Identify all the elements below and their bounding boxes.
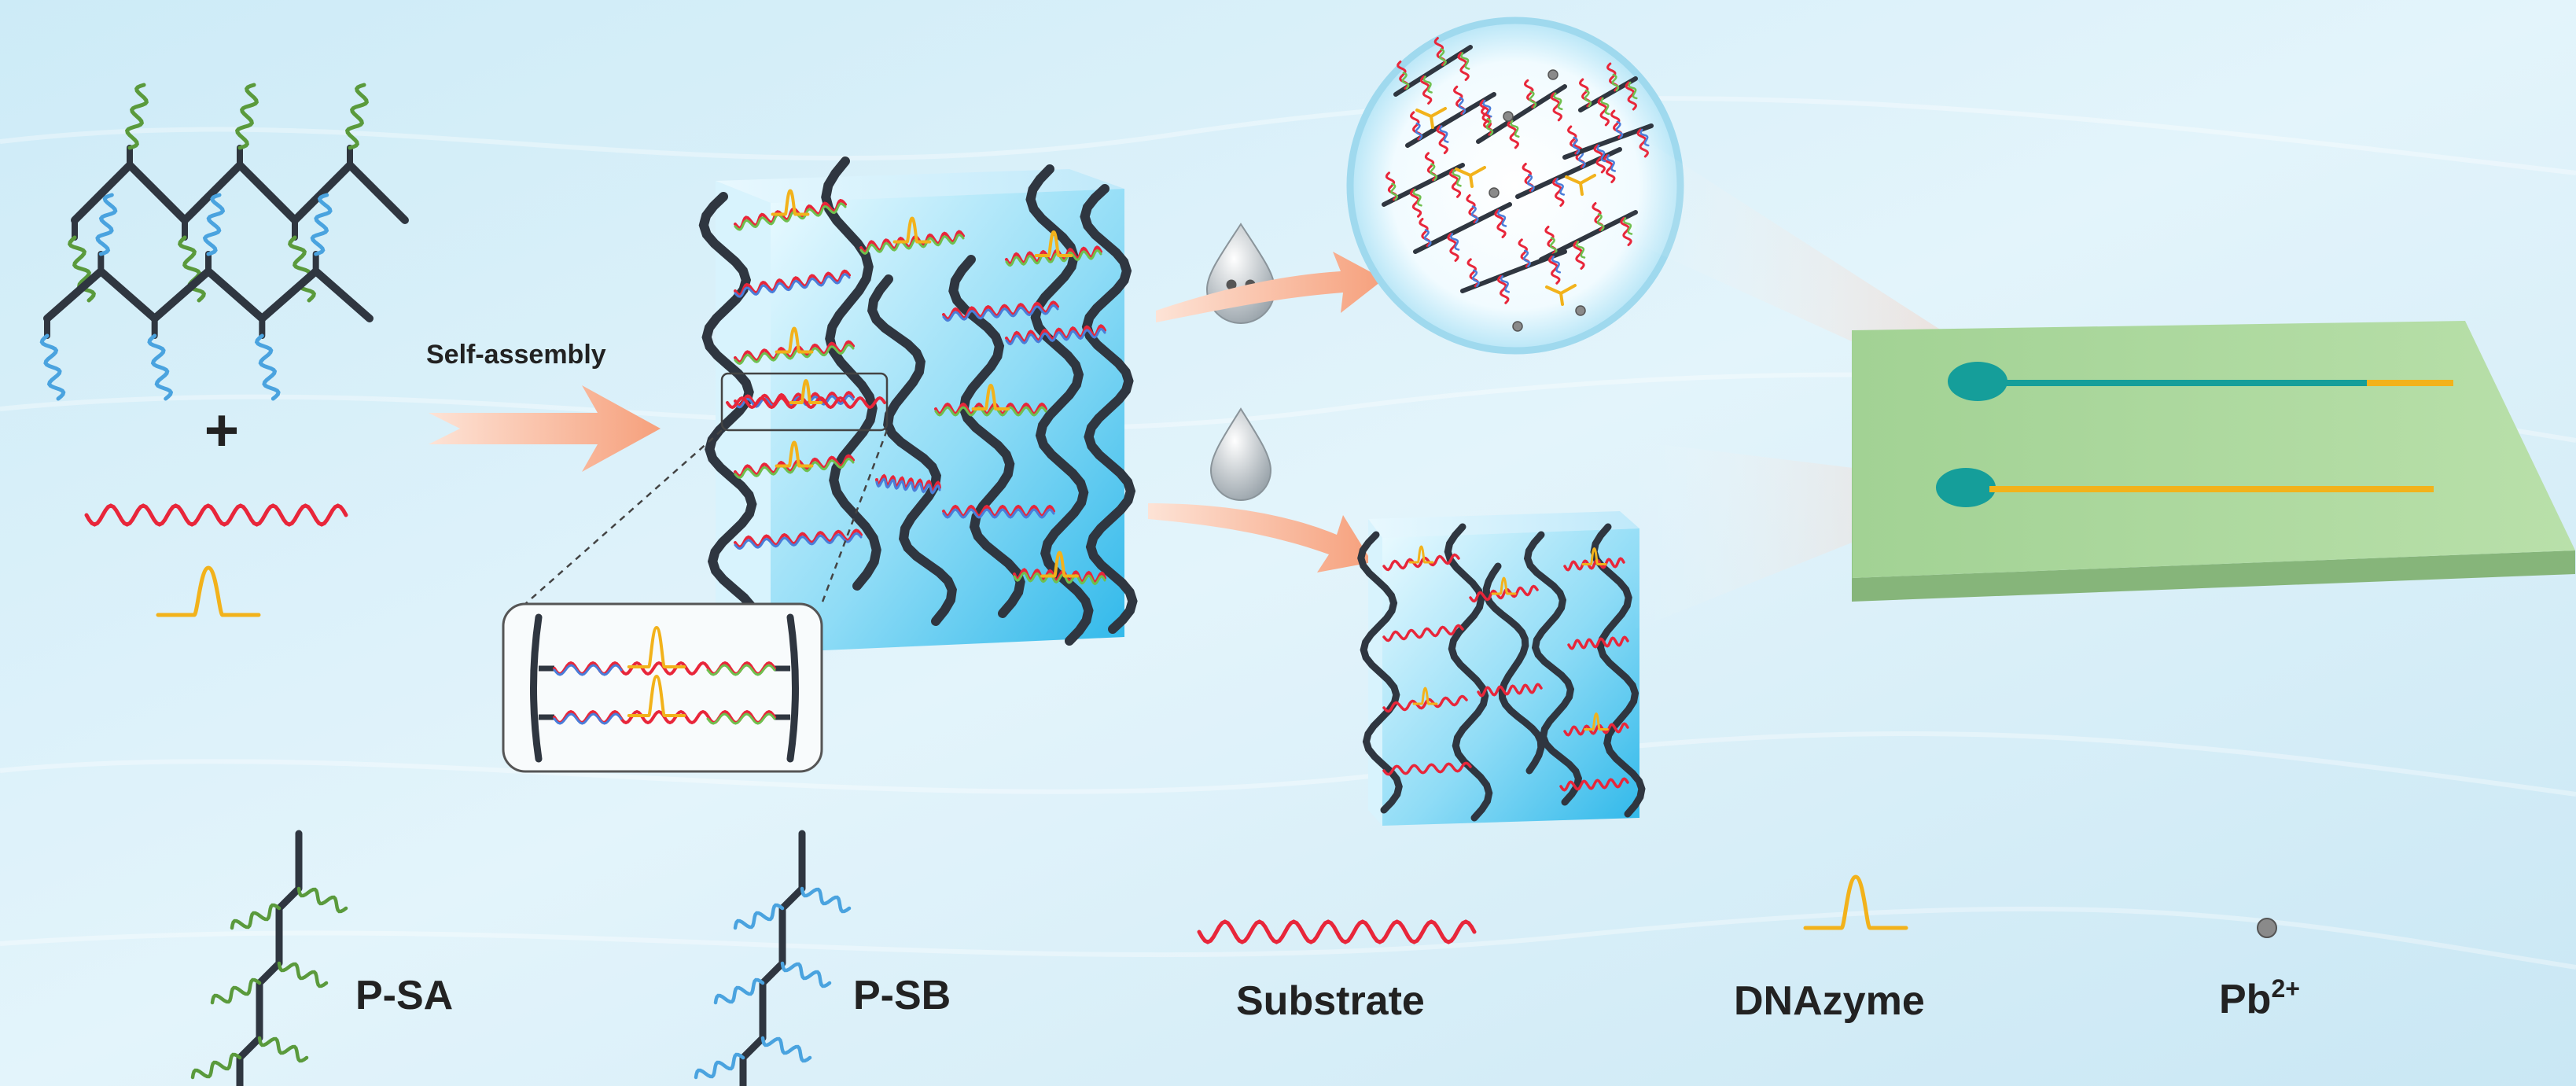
zoom-line-left	[524, 429, 723, 605]
legend-psa-label: P-SA	[355, 973, 453, 1018]
legend-psa-icon	[190, 830, 348, 1086]
legend-psb-icon	[694, 830, 852, 1086]
legend-dnazyme-icon	[1803, 874, 1908, 930]
plus-sign: +	[204, 397, 239, 464]
intact-hydrogel-cube	[1357, 511, 1646, 826]
channel-bottom	[1936, 468, 2434, 507]
self-assembly-label: Self-assembly	[426, 340, 606, 370]
zoom-line-right	[820, 429, 889, 605]
dnazyme-strand-icon	[156, 565, 261, 617]
self-assembly-arrow	[429, 385, 661, 472]
zoom-region-box	[720, 372, 889, 432]
readout-beam-top	[1620, 134, 1966, 393]
degraded-hydrogel-circle	[1346, 17, 1684, 355]
psb-polymer-icon	[39, 193, 374, 401]
droplet-icon	[1209, 407, 1272, 501]
ion-exposure-arrow	[1156, 252, 1384, 322]
psa-polymer-icon	[68, 83, 409, 303]
legend-dnazyme-label: DNAzyme	[1734, 978, 1925, 1024]
legend-substrate-icon	[1197, 919, 1477, 944]
legend-pb-icon	[2257, 918, 2277, 938]
legend: P-SA P-SB Substrate DNAzyme Pb2+	[190, 830, 2300, 1086]
water-exposure-arrow	[1148, 503, 1372, 572]
legend-substrate-label: Substrate	[1236, 978, 1425, 1024]
dna-hydrogel-cube	[698, 156, 1138, 653]
microfluidic-chip	[1852, 321, 2575, 602]
substrate-strand-icon	[84, 503, 348, 527]
legend-psb-label: P-SB	[853, 973, 951, 1018]
legend-pb-label: Pb2+	[2219, 974, 2300, 1022]
crosslink-zoom-inset	[502, 602, 823, 773]
channel-top	[1948, 362, 2453, 401]
